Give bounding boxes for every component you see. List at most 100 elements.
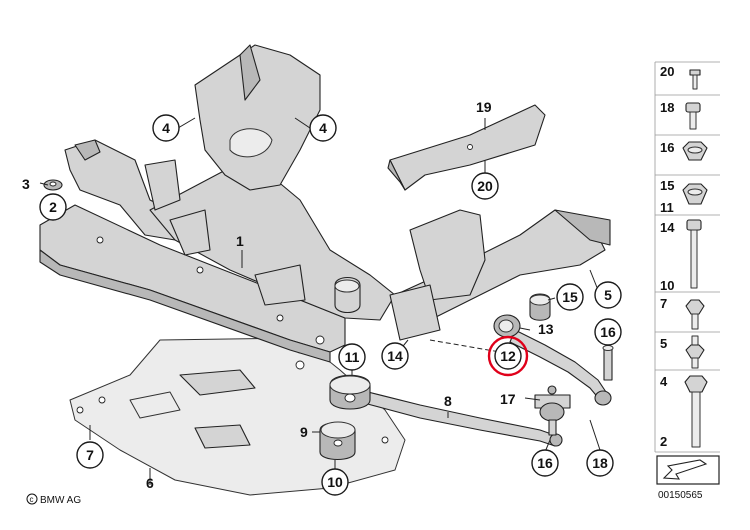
copyright-symbol-icon: c	[30, 495, 34, 504]
front-axle-carrier[interactable]	[39, 44, 611, 370]
callout-7-label: 7	[86, 447, 94, 463]
callout-13-label: 13	[538, 321, 554, 337]
nut-7-icon	[685, 299, 705, 315]
callout-14-circle	[381, 342, 409, 370]
callout-8[interactable]: 8	[444, 393, 452, 409]
bolt-18-shank-icon	[689, 111, 697, 130]
legend-item-15[interactable]: 15	[660, 178, 708, 205]
callout-4-right-circle	[309, 114, 337, 142]
nut-15-top-icon	[687, 188, 703, 196]
legend-label-15: 15	[660, 178, 674, 193]
callout-9[interactable]: 9	[300, 424, 308, 440]
direction-arrow-box	[656, 455, 720, 485]
bolt-5-shank-icon	[691, 357, 699, 369]
callout-4-left-circle	[152, 114, 180, 142]
callout-14-label: 14	[387, 348, 403, 364]
legend-item-4[interactable]: 4	[660, 374, 708, 448]
callout-18-circle	[586, 449, 614, 477]
callout-16-lower-circle	[531, 449, 559, 477]
callout-16-lower[interactable]: 16	[531, 449, 559, 477]
callout-3[interactable]: 3	[22, 176, 30, 192]
legend-item-5[interactable]: 5	[660, 335, 705, 369]
legend-item-2[interactable]: 2	[660, 434, 667, 449]
callout-7[interactable]: 7	[76, 441, 104, 469]
legend-label-7: 7	[660, 296, 667, 311]
legend-item-7[interactable]: 7	[660, 296, 705, 330]
legend-label-18: 18	[660, 100, 674, 115]
callout-11-circle	[338, 343, 366, 371]
nut-7-shank-icon	[691, 313, 699, 330]
callout-12[interactable]: 12	[487, 335, 529, 377]
bolt-18-icon	[685, 102, 701, 113]
footer-copyright: c BMW AG	[26, 493, 81, 506]
callout-18[interactable]: 18	[586, 449, 614, 477]
copyright-text: BMW AG	[40, 495, 81, 506]
legend-item-14[interactable]: 14	[660, 219, 702, 289]
callout-1[interactable]: 1	[236, 233, 244, 249]
screw-20-icon	[689, 69, 701, 76]
callout-15-label: 15	[562, 289, 578, 305]
bolt-4-shank-icon	[691, 391, 701, 448]
callout-10-label: 10	[327, 474, 343, 490]
legend-item-10[interactable]: 10	[660, 278, 674, 293]
catalog-code: 00150565	[658, 490, 703, 501]
callout-16-upper-circle	[594, 318, 622, 346]
copyright-icon	[26, 493, 38, 505]
callout-2-circle	[39, 193, 67, 221]
callout-13[interactable]: 13	[538, 321, 554, 337]
callout-11-label: 11	[345, 349, 360, 365]
callout-20-circle	[471, 172, 499, 200]
legend-label-11: 11	[660, 200, 674, 215]
legend-label-16: 16	[660, 140, 674, 155]
tension-strut[interactable]	[493, 293, 614, 406]
callout-19[interactable]: 19	[476, 99, 492, 115]
callout-2[interactable]: 2	[39, 193, 67, 221]
callout-9-label: 9	[300, 424, 308, 440]
callout-15[interactable]: 15	[556, 283, 584, 311]
legend-item-16[interactable]: 16	[660, 140, 708, 161]
ball-joint[interactable]	[534, 385, 571, 436]
direction-arrow-icon	[662, 459, 708, 480]
legend-label-5: 5	[660, 336, 667, 351]
bolt-14-icon	[686, 219, 702, 231]
heat-shield[interactable]	[387, 104, 546, 191]
callout-16-upper-label: 16	[600, 324, 616, 340]
callout-4-left-label: 4	[162, 120, 170, 136]
callout-10[interactable]: 10	[321, 468, 349, 496]
fastener-legend: 20 18 16 15 11 14 10	[654, 61, 720, 485]
callout-20[interactable]: 20	[471, 172, 499, 200]
callout-2-label: 2	[49, 199, 57, 215]
legend-label-4: 4	[660, 374, 668, 389]
bolt-14-shank-icon	[690, 229, 698, 289]
callout-3-label: 3	[22, 176, 30, 192]
legend-item-20[interactable]: 20	[660, 64, 701, 90]
callout-16-lower-label: 16	[537, 455, 553, 471]
callout-16-upper[interactable]: 16	[594, 318, 622, 346]
callout-4-left[interactable]: 4	[152, 114, 180, 142]
legend-item-18[interactable]: 18	[660, 100, 701, 130]
callout-8-label: 8	[444, 393, 452, 409]
bolt-5-icon	[685, 344, 705, 359]
callout-4-right[interactable]: 4	[309, 114, 337, 142]
callout-12-circle	[494, 342, 522, 370]
callout-17[interactable]: 17	[500, 391, 516, 407]
wishbone-rubber-mount[interactable]	[319, 374, 563, 461]
callout-5[interactable]: 5	[594, 281, 622, 309]
legend-item-11[interactable]: 11	[660, 200, 674, 215]
callout-14[interactable]: 14	[381, 342, 409, 370]
legend-label-14: 14	[660, 220, 675, 235]
callout-17-label: 17	[500, 391, 516, 407]
callout-12-label: 12	[500, 348, 516, 364]
leader-lines	[39, 117, 609, 470]
legend-label-10: 10	[660, 278, 674, 293]
callout-5-circle	[594, 281, 622, 309]
callout-11[interactable]: 11	[338, 343, 366, 371]
callout-12-highlight-ring	[487, 335, 529, 377]
screw-20-shank-icon	[692, 74, 698, 90]
callout-1-label: 1	[236, 233, 244, 249]
legend-label-2: 2	[660, 434, 667, 449]
callout-20-label: 20	[477, 178, 493, 194]
callout-6[interactable]: 6	[146, 475, 154, 491]
